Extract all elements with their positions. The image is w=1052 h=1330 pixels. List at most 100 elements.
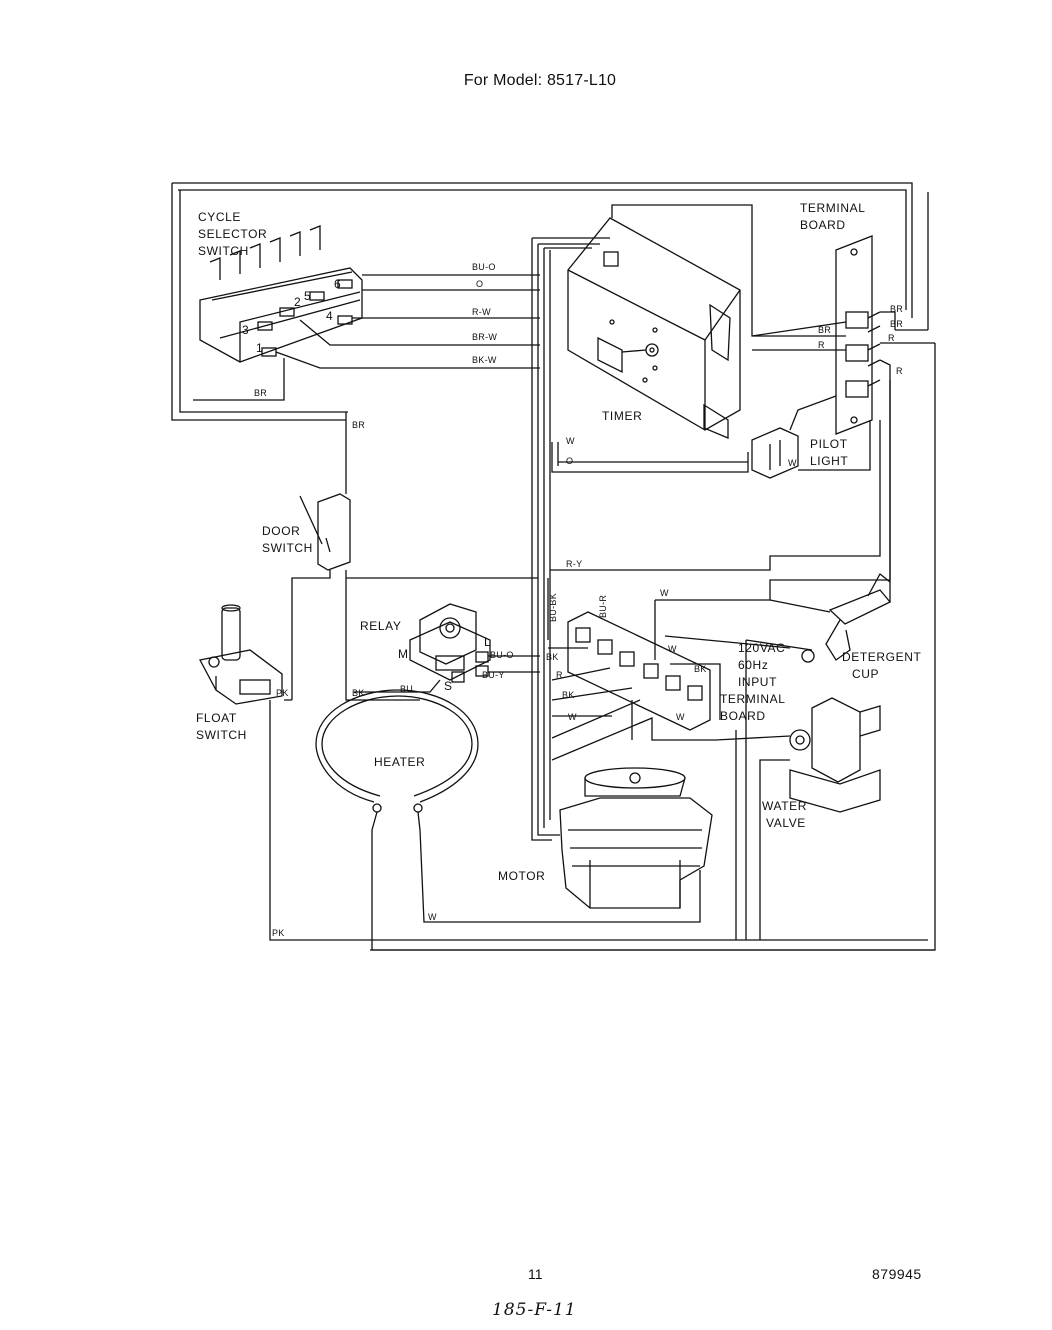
terminal-board-bottom-body: [567, 611, 711, 731]
timer-to-pilot: [551, 442, 749, 473]
power-input-label-3: INPUT: [738, 675, 777, 689]
pilot-to-terminal: [789, 395, 837, 431]
power-input-label-2: 60Hz: [738, 658, 768, 672]
relay-terminal-s: S: [444, 679, 453, 693]
timer-top-wire: [611, 204, 846, 337]
wire-r-y: [550, 420, 881, 571]
handwritten-note: 185-F-11: [492, 1300, 577, 1320]
relay-body: [409, 603, 491, 683]
door-switch-label-1: DOOR: [262, 524, 300, 538]
water-valve-label-1: WATER: [762, 799, 807, 813]
wire-label-o-timer: O: [566, 456, 573, 466]
wire-label-bu-bk: BU-BK: [548, 593, 558, 622]
wire-label-r-motor: R: [556, 670, 563, 680]
cycle-selector-label-1: CYCLE: [198, 210, 241, 224]
relay-terminal-m: M: [398, 647, 409, 661]
wire-label-bk-motor-1: BK: [546, 652, 559, 662]
terminal-board-top-label-1: TERMINAL: [800, 201, 865, 215]
cycle-selector-switch-body: [199, 225, 363, 363]
power-input-label-1: 120VAC: [738, 641, 785, 655]
terminal-board-top-body: [835, 235, 881, 435]
wire-label-br-door: BR: [352, 420, 365, 430]
selector-br-lead: [193, 358, 285, 401]
door-switch-label-2: SWITCH: [262, 541, 313, 555]
selector-position-5: 5: [304, 289, 311, 303]
pilot-light-label-1: PILOT: [810, 437, 848, 451]
float-switch-label-2: SWITCH: [196, 728, 247, 742]
wire-label-br-w: BR-W: [472, 332, 497, 342]
wire-label-r-w: R-W: [472, 307, 491, 317]
wire-label-bk-motor-2: BK: [562, 690, 575, 700]
heater-element: [315, 689, 701, 950]
heater-label: HEATER: [374, 755, 425, 769]
wire-bk-w: [275, 351, 540, 369]
motor-body: [559, 767, 713, 909]
detergent-cup-wire: [745, 599, 831, 940]
float-switch-pk: [269, 699, 360, 941]
wire-label-w-pilot: W: [788, 458, 797, 468]
water-valve-wire: [715, 730, 791, 940]
wire-label-w-board: W: [676, 712, 685, 722]
selector-position-2: 2: [294, 295, 301, 309]
wire-power-input: [664, 635, 791, 720]
wire-label-r-y: R-Y: [566, 559, 582, 569]
cycle-selector-label-3: SWITCH: [198, 244, 249, 258]
selector-position-4: 4: [326, 309, 333, 323]
pilot-light-body: [751, 427, 799, 479]
wire-w-top: [654, 599, 770, 660]
relay-wires: [354, 655, 540, 693]
wire-label-br-terminal-1: BR: [890, 304, 903, 314]
selector-position-3: 3: [242, 323, 249, 337]
wire-label-pk-float: PK: [276, 688, 289, 698]
wire-label-r-terminal-2: R: [888, 333, 895, 343]
wire-label-bu-o-relay: BU-O: [490, 650, 514, 660]
wire-label-pk-bottom: PK: [272, 928, 285, 938]
bottom-return-wires: [360, 939, 935, 951]
wire-label-br-terminal-2: BR: [890, 319, 903, 329]
wire-label-bk-relay: BK: [352, 688, 365, 698]
wire-label-br-selector: BR: [254, 388, 267, 398]
wire-label-w-top: W: [660, 588, 669, 598]
wire-label-bk-input: BK: [694, 664, 707, 674]
cycle-selector-label-2: SELECTOR: [198, 227, 267, 241]
pilot-lower-wire: [798, 420, 871, 471]
wire-label-w-timer: W: [566, 436, 575, 446]
water-valve-body: [789, 697, 881, 813]
wire-harness-bundle: [531, 238, 560, 841]
door-switch-out: [291, 570, 538, 701]
motor-label: MOTOR: [498, 869, 545, 883]
wire-label-w-input: W: [668, 644, 677, 654]
right-wire-run: [370, 192, 936, 951]
wire-label-bu-o: BU-O: [472, 262, 496, 272]
door-switch-body: [299, 493, 351, 571]
wire-label-r-terminal-1: R: [818, 340, 825, 350]
pilot-light-label-2: LIGHT: [810, 454, 848, 468]
wire-br-w: [299, 319, 540, 346]
relay-terminal-l: L: [484, 635, 491, 649]
water-valve-label-2: VALVE: [766, 816, 806, 830]
page-number: 11: [528, 1266, 543, 1282]
terminal-board-top-label-2: BOARD: [800, 218, 846, 232]
wire-br-top: [751, 311, 896, 337]
wire-label-r-terminal-3: R: [896, 366, 903, 376]
float-switch-body: [199, 604, 283, 705]
selector-position-1: 1: [256, 341, 263, 355]
wire-label-o: O: [476, 279, 483, 289]
terminal-board-bottom-label-1: TERMINAL: [720, 692, 785, 706]
detergent-cup-label-2: CUP: [852, 667, 879, 681]
detergent-cup-body: [801, 573, 892, 663]
motor-wiring: [548, 647, 716, 761]
timer-body: [567, 217, 741, 439]
page-title: For Model: 8517-L10: [463, 72, 617, 89]
float-switch-label-1: FLOAT: [196, 711, 237, 725]
detergent-cup-label-1: DETERGENT: [842, 650, 921, 664]
wire-label-br-terminal-3: BR: [818, 325, 831, 335]
relay-label: RELAY: [360, 619, 401, 633]
wire-label-bu-y-relay: BU-Y: [482, 670, 505, 680]
document-number: 879945: [872, 1266, 922, 1282]
terminal-board-bottom-label-2: BOARD: [720, 709, 766, 723]
timer-label: TIMER: [602, 409, 642, 423]
selector-position-6: 6: [334, 277, 341, 291]
wire-label-bu-r: BU-R: [598, 595, 608, 618]
